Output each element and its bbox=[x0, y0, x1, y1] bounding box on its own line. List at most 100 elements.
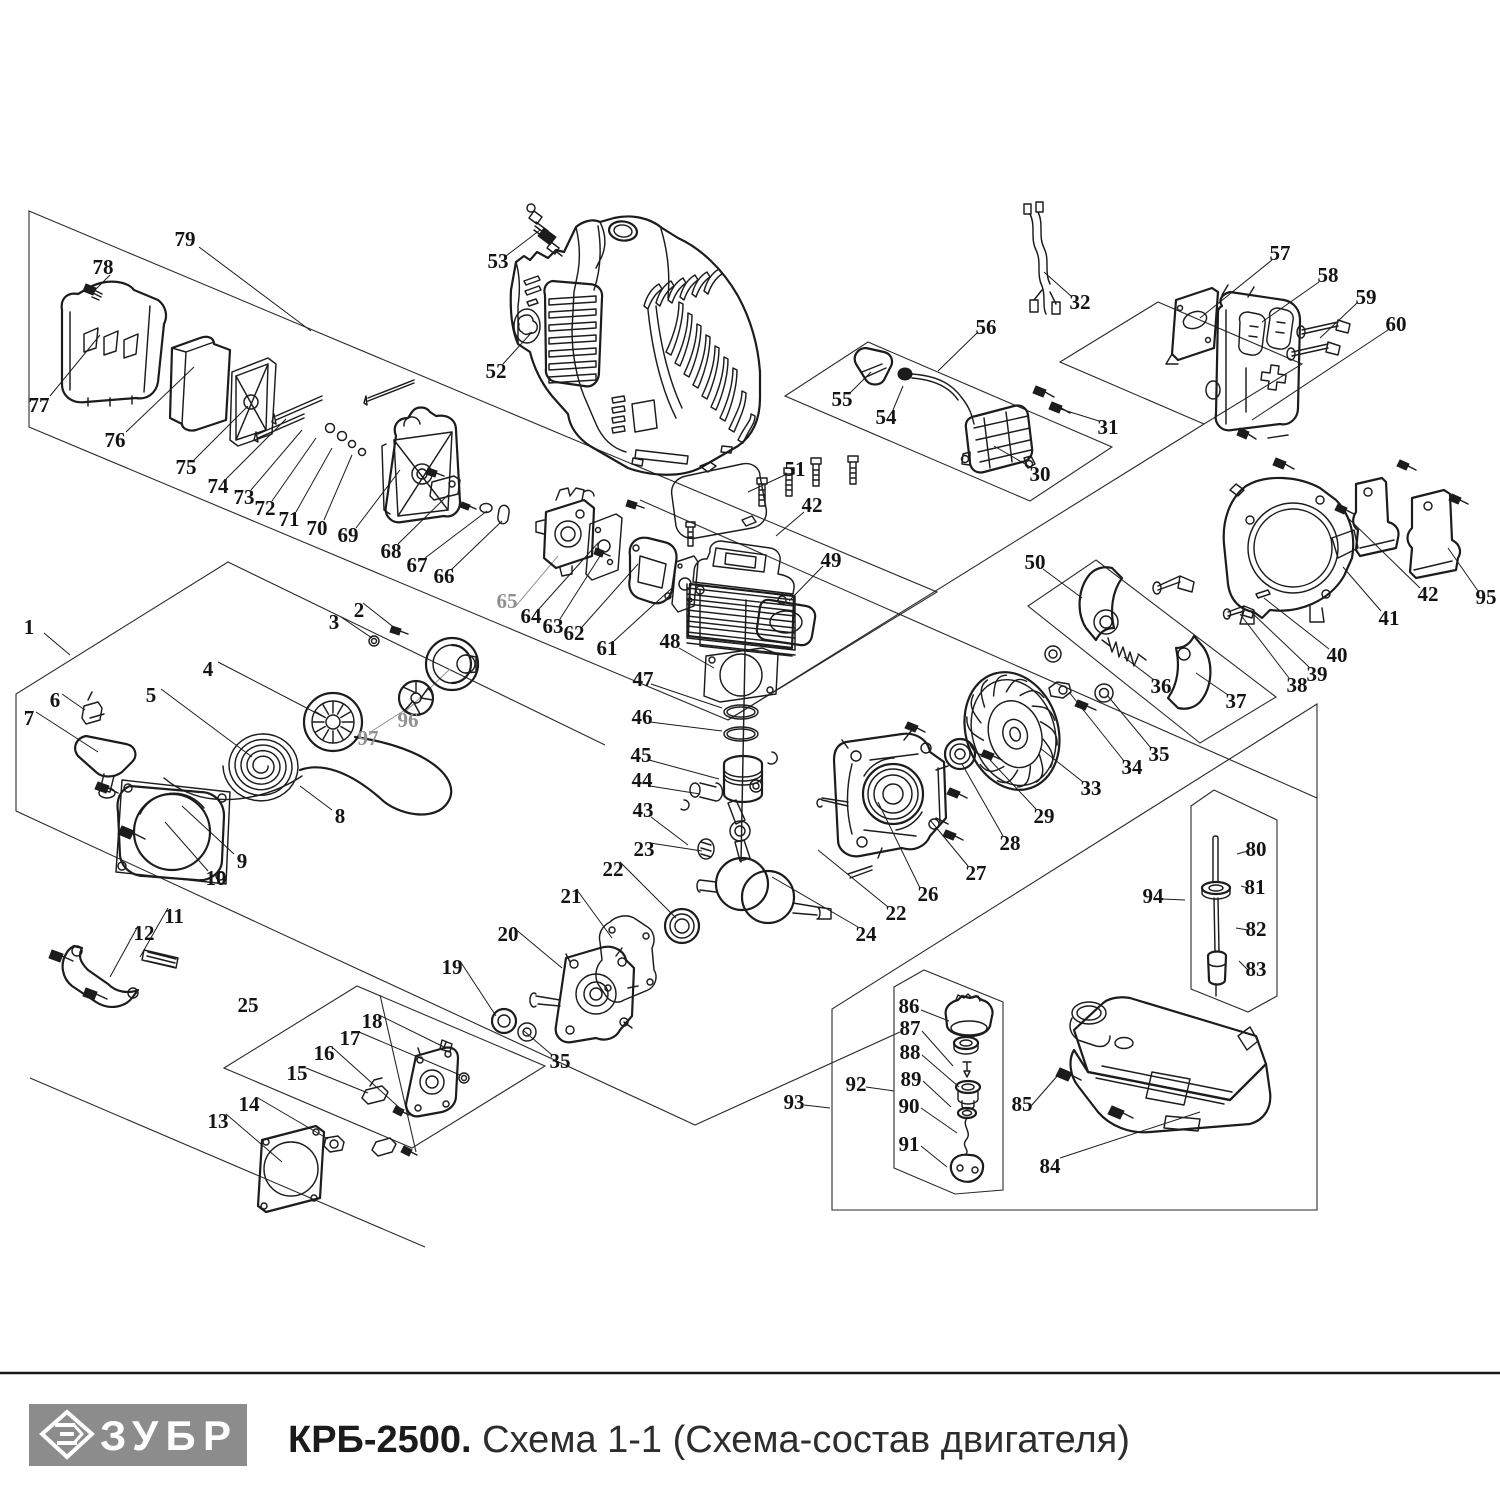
svg-text:68: 68 bbox=[381, 539, 402, 563]
svg-text:26: 26 bbox=[918, 882, 939, 906]
svg-text:79: 79 bbox=[175, 227, 196, 251]
svg-text:41: 41 bbox=[1379, 606, 1400, 630]
svg-text:80: 80 bbox=[1246, 837, 1267, 861]
svg-text:25: 25 bbox=[238, 993, 259, 1017]
svg-text:74: 74 bbox=[208, 474, 230, 498]
svg-text:35: 35 bbox=[550, 1049, 571, 1073]
svg-text:38: 38 bbox=[1287, 673, 1308, 697]
svg-text:55: 55 bbox=[832, 387, 853, 411]
svg-text:10: 10 bbox=[206, 866, 227, 890]
svg-text:29: 29 bbox=[1034, 804, 1055, 828]
svg-text:40: 40 bbox=[1327, 643, 1348, 667]
svg-text:6: 6 bbox=[50, 688, 61, 712]
svg-text:90: 90 bbox=[899, 1094, 920, 1118]
svg-text:97: 97 bbox=[358, 726, 379, 750]
svg-text:87: 87 bbox=[900, 1016, 921, 1040]
svg-text:92: 92 bbox=[846, 1072, 867, 1096]
svg-text:24: 24 bbox=[856, 922, 878, 946]
svg-text:27: 27 bbox=[966, 861, 987, 885]
svg-text:58: 58 bbox=[1318, 263, 1339, 287]
svg-text:23: 23 bbox=[634, 837, 655, 861]
svg-text:70: 70 bbox=[307, 516, 328, 540]
svg-text:66: 66 bbox=[434, 564, 455, 588]
svg-text:71: 71 bbox=[279, 507, 300, 531]
svg-text:85: 85 bbox=[1012, 1092, 1033, 1116]
svg-text:95: 95 bbox=[1476, 585, 1497, 609]
svg-text:76: 76 bbox=[105, 428, 126, 452]
svg-text:77: 77 bbox=[29, 393, 50, 417]
svg-text:82: 82 bbox=[1246, 917, 1267, 941]
svg-text:63: 63 bbox=[543, 614, 564, 638]
svg-text:13: 13 bbox=[208, 1109, 229, 1133]
svg-text:ЗУБР: ЗУБР bbox=[100, 1412, 235, 1459]
svg-text:43: 43 bbox=[633, 798, 654, 822]
svg-text:36: 36 bbox=[1151, 674, 1172, 698]
svg-text:52: 52 bbox=[486, 359, 507, 383]
svg-text:75: 75 bbox=[176, 455, 197, 479]
svg-text:53: 53 bbox=[488, 249, 509, 273]
svg-text:81: 81 bbox=[1245, 875, 1266, 899]
svg-text:21: 21 bbox=[561, 884, 582, 908]
svg-text:78: 78 bbox=[93, 255, 114, 279]
svg-text:22: 22 bbox=[886, 901, 907, 925]
svg-text:14: 14 bbox=[239, 1092, 261, 1116]
svg-text:54: 54 bbox=[876, 405, 898, 429]
svg-text:2: 2 bbox=[354, 598, 365, 622]
svg-text:15: 15 bbox=[287, 1061, 308, 1085]
svg-text:60: 60 bbox=[1386, 312, 1407, 336]
svg-text:22: 22 bbox=[603, 857, 624, 881]
svg-text:69: 69 bbox=[338, 523, 359, 547]
svg-text:28: 28 bbox=[1000, 831, 1021, 855]
svg-text:84: 84 bbox=[1040, 1154, 1062, 1178]
svg-text:59: 59 bbox=[1356, 285, 1377, 309]
svg-text:62: 62 bbox=[564, 621, 585, 645]
svg-text:7: 7 bbox=[24, 706, 35, 730]
svg-text:8: 8 bbox=[335, 804, 346, 828]
svg-text:18: 18 bbox=[362, 1009, 383, 1033]
svg-text:61: 61 bbox=[597, 636, 618, 660]
svg-text:9: 9 bbox=[237, 849, 248, 873]
svg-text:32: 32 bbox=[1070, 290, 1091, 314]
svg-text:51: 51 bbox=[785, 457, 806, 481]
svg-text:39: 39 bbox=[1307, 662, 1328, 686]
svg-text:89: 89 bbox=[901, 1067, 922, 1091]
svg-text:93: 93 bbox=[784, 1090, 805, 1114]
svg-text:86: 86 bbox=[899, 994, 920, 1018]
svg-text:37: 37 bbox=[1226, 689, 1247, 713]
svg-text:47: 47 bbox=[633, 667, 654, 691]
svg-text:1: 1 bbox=[24, 615, 35, 639]
svg-text:12: 12 bbox=[134, 921, 155, 945]
svg-text:88: 88 bbox=[900, 1040, 921, 1064]
svg-text:КРБ-2500. Схема 1-1 (Схема-сос: КРБ-2500. Схема 1-1 (Схема-состав двигат… bbox=[288, 1419, 1130, 1461]
svg-text:31: 31 bbox=[1098, 415, 1119, 439]
svg-text:67: 67 bbox=[407, 553, 428, 577]
svg-text:4: 4 bbox=[203, 657, 214, 681]
svg-text:50: 50 bbox=[1025, 550, 1046, 574]
svg-text:44: 44 bbox=[632, 768, 654, 792]
svg-text:49: 49 bbox=[821, 548, 842, 572]
svg-text:96: 96 bbox=[398, 708, 419, 732]
svg-text:73: 73 bbox=[234, 485, 255, 509]
svg-text:3: 3 bbox=[329, 610, 340, 634]
svg-text:72: 72 bbox=[255, 496, 276, 520]
svg-text:94: 94 bbox=[1143, 884, 1165, 908]
svg-text:64: 64 bbox=[521, 604, 543, 628]
svg-text:91: 91 bbox=[899, 1132, 920, 1156]
svg-text:17: 17 bbox=[340, 1026, 361, 1050]
svg-text:19: 19 bbox=[442, 955, 463, 979]
svg-text:65: 65 bbox=[497, 589, 518, 613]
svg-text:11: 11 bbox=[164, 904, 184, 928]
svg-text:34: 34 bbox=[1122, 755, 1144, 779]
svg-text:42: 42 bbox=[802, 493, 823, 517]
svg-text:16: 16 bbox=[314, 1041, 335, 1065]
svg-text:56: 56 bbox=[976, 315, 997, 339]
svg-text:42: 42 bbox=[1418, 582, 1439, 606]
svg-text:57: 57 bbox=[1270, 241, 1291, 265]
svg-text:20: 20 bbox=[498, 922, 519, 946]
svg-text:35: 35 bbox=[1149, 742, 1170, 766]
svg-text:30: 30 bbox=[1030, 462, 1051, 486]
svg-text:83: 83 bbox=[1246, 957, 1267, 981]
svg-text:33: 33 bbox=[1081, 776, 1102, 800]
svg-text:48: 48 bbox=[660, 629, 681, 653]
svg-text:46: 46 bbox=[632, 705, 653, 729]
